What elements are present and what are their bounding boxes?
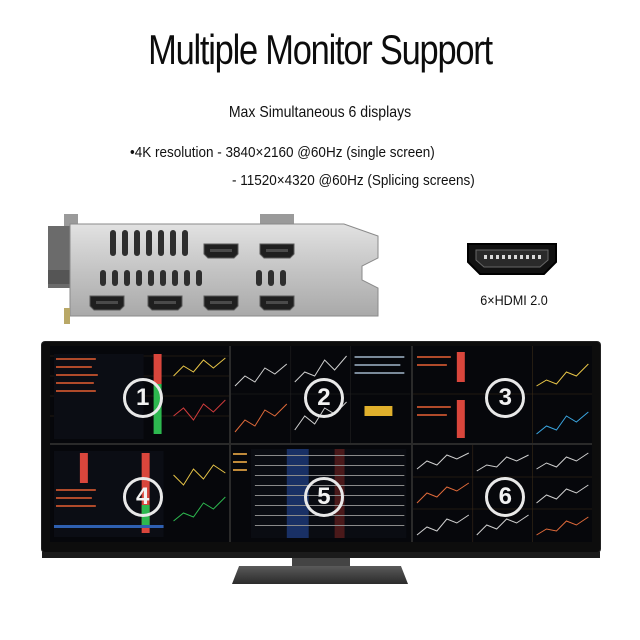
page-title: Multiple Monitor Support — [148, 26, 493, 73]
screen-number-badge: 4 — [122, 476, 163, 517]
screen-pane-5: 5 — [231, 445, 411, 542]
monitor-screen: 1 2 3 — [50, 346, 592, 542]
hdmi-port-label: 6×HDMI 2.0 — [480, 292, 548, 308]
spec-line-1: •4K resolution - 3840×2160 @60Hz (single… — [130, 144, 435, 161]
screen-pane-3: 3 — [412, 346, 592, 443]
screen-number-badge: 1 — [122, 377, 163, 418]
monitor-stand-neck — [292, 558, 350, 568]
monitor: 1 2 3 — [42, 342, 600, 552]
monitor-stand-base — [232, 566, 408, 584]
screen-number-badge: 3 — [485, 377, 526, 418]
graphics-card-bracket-image — [48, 214, 379, 324]
screen-pane-2: 2 — [231, 346, 411, 443]
screen-number-badge: 5 — [303, 476, 344, 517]
screen-pane-4: 4 — [50, 445, 230, 542]
screen-number-badge: 6 — [485, 476, 526, 517]
screen-number-badge: 2 — [303, 377, 344, 418]
screen-pane-1: 1 — [50, 346, 230, 443]
subtitle: Max Simultaneous 6 displays — [228, 104, 412, 121]
monitor-bezel-bottom — [42, 552, 600, 558]
spec-line-2: - 11520×4320 @60Hz (Splicing screens) — [232, 172, 475, 189]
hdmi-port-icon — [467, 243, 557, 275]
screen-pane-6: 6 — [412, 445, 592, 542]
